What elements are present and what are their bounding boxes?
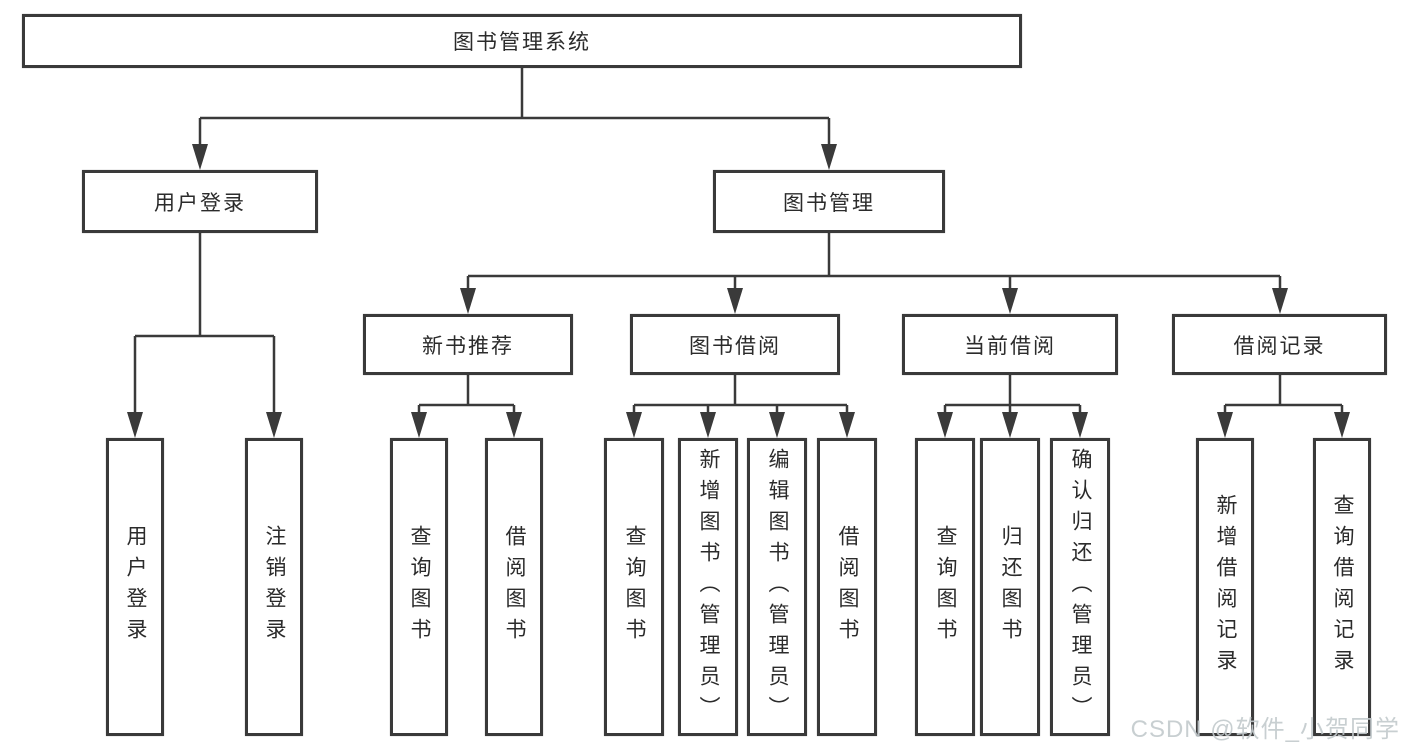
leaf-borrow-add-label: 新增图书（管理员） <box>697 447 720 727</box>
leaf-borrow-query-label: 查询图书 <box>623 525 646 649</box>
arrowhead <box>626 412 642 438</box>
leaf-borrow-query: 查询图书 <box>604 438 664 736</box>
node-root: 图书管理系统 <box>22 14 1022 68</box>
arrowhead <box>821 144 837 170</box>
leaf-newbooks-query-label: 查询图书 <box>408 525 431 649</box>
connector-newbooks-to-leaves <box>417 375 516 424</box>
leaf-records-add-label: 新增借阅记录 <box>1214 494 1237 680</box>
leaf-current-return-label: 归还图书 <box>999 525 1022 649</box>
arrowhead <box>700 412 716 438</box>
arrowhead <box>839 412 855 438</box>
node-current-borrow: 当前借阅 <box>902 314 1118 375</box>
leaf-borrow-borrow: 借阅图书 <box>817 438 877 736</box>
connector-login-to-leaves <box>133 233 276 424</box>
arrowhead <box>506 412 522 438</box>
connector-mgmt-to-level3 <box>466 233 1282 300</box>
arrowhead <box>937 412 953 438</box>
node-user-login: 用户登录 <box>82 170 318 233</box>
arrowhead <box>727 288 743 314</box>
leaf-current-query-label: 查询图书 <box>934 525 957 649</box>
leaf-logout: 注销登录 <box>245 438 303 736</box>
arrowhead <box>1002 288 1018 314</box>
node-user-login-label: 用户登录 <box>154 191 246 215</box>
arrowhead <box>266 412 282 438</box>
node-root-label: 图书管理系统 <box>453 31 591 54</box>
node-borrow-records: 借阅记录 <box>1172 314 1387 375</box>
arrowhead <box>769 412 785 438</box>
node-new-book-recommend-label: 新书推荐 <box>422 334 514 358</box>
leaf-newbooks-borrow-label: 借阅图书 <box>503 525 526 649</box>
node-current-borrow-label: 当前借阅 <box>964 334 1056 358</box>
node-book-borrow: 图书借阅 <box>630 314 840 375</box>
arrowhead <box>1072 412 1088 438</box>
connector-borrow-to-leaves <box>632 375 849 424</box>
arrowhead <box>1002 412 1018 438</box>
node-borrow-records-label: 借阅记录 <box>1233 334 1326 358</box>
leaf-current-query: 查询图书 <box>915 438 975 736</box>
leaf-records-add: 新增借阅记录 <box>1196 438 1254 736</box>
arrowhead <box>127 412 143 438</box>
arrowhead <box>192 144 208 170</box>
leaf-borrow-add: 新增图书（管理员） <box>678 438 738 736</box>
leaf-newbooks-borrow: 借阅图书 <box>485 438 543 736</box>
leaf-records-query: 查询借阅记录 <box>1313 438 1371 736</box>
arrowhead <box>411 412 427 438</box>
leaf-borrow-edit-label: 编辑图书（管理员） <box>766 447 789 727</box>
connector-root-to-level2 <box>198 68 831 156</box>
leaf-current-confirm: 确认归还（管理员） <box>1050 438 1110 736</box>
leaf-records-query-label: 查询借阅记录 <box>1331 494 1354 680</box>
leaf-newbooks-query: 查询图书 <box>390 438 448 736</box>
leaf-borrow-borrow-label: 借阅图书 <box>836 525 859 649</box>
node-book-management: 图书管理 <box>713 170 945 233</box>
node-book-borrow-label: 图书借阅 <box>689 334 781 358</box>
leaf-user-login-label: 用户登录 <box>124 525 147 649</box>
leaf-current-return: 归还图书 <box>980 438 1040 736</box>
leaf-current-confirm-label: 确认归还（管理员） <box>1069 447 1092 727</box>
arrowhead <box>1217 412 1233 438</box>
arrowhead <box>1272 288 1288 314</box>
leaf-logout-label: 注销登录 <box>263 525 286 649</box>
arrowhead <box>460 288 476 314</box>
connector-records-to-leaves <box>1223 375 1344 424</box>
arrowhead <box>1334 412 1350 438</box>
leaf-borrow-edit: 编辑图书（管理员） <box>747 438 807 736</box>
node-new-book-recommend: 新书推荐 <box>363 314 573 375</box>
leaf-user-login: 用户登录 <box>106 438 164 736</box>
node-book-management-label: 图书管理 <box>783 191 875 215</box>
